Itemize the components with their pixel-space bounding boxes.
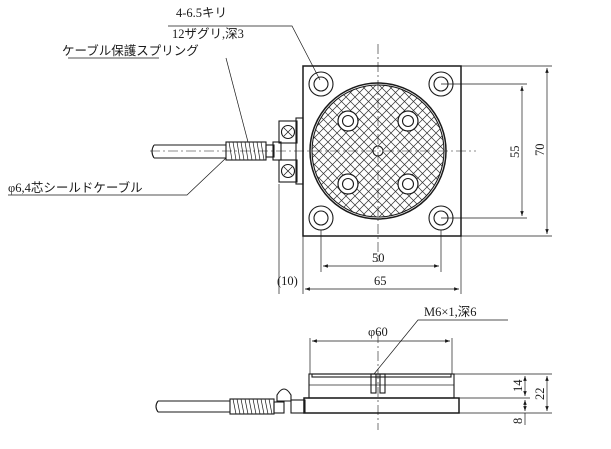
svg-text:50: 50: [372, 251, 385, 265]
dimension-14: 14: [511, 376, 527, 396]
hole-spec-line1: 4-6.5キリ: [176, 6, 227, 20]
svg-text:14: 14: [511, 379, 525, 392]
cable: [151, 144, 226, 159]
dimension-50: 50: [320, 230, 442, 272]
spring-label: ケーブル保護スプリング: [62, 43, 199, 58]
hole-spec-line2: 12ザグリ,深3: [172, 27, 244, 41]
svg-text:55: 55: [508, 146, 522, 159]
dimension-70: 70: [461, 65, 552, 237]
thread-spec: M6×1,深6: [424, 305, 477, 319]
dimension-phi60: φ60: [309, 325, 453, 374]
side-view: φ60 M6×1,深6 14 22 8: [155, 305, 552, 430]
top-view: ケーブル保護スプリング φ6,4芯シールドケーブル 4-6.5キリ 12ザグリ,…: [8, 6, 552, 294]
dimension-55: 55: [441, 83, 527, 219]
svg-text:φ60: φ60: [368, 325, 388, 339]
cable-spring: [225, 141, 267, 161]
cable-label: φ6,4芯シールドケーブル: [8, 180, 143, 195]
svg-text:22: 22: [533, 388, 547, 401]
cable-connector: [265, 117, 304, 185]
dimension-65: 65 (10): [277, 184, 462, 294]
svg-text:(10): (10): [277, 274, 298, 288]
svg-text:70: 70: [533, 144, 547, 157]
svg-text:8: 8: [511, 418, 525, 424]
threaded-holes: [337, 110, 419, 195]
svg-text:65: 65: [374, 274, 387, 288]
dimension-22: 22: [533, 376, 549, 411]
dimension-8: 8: [511, 400, 527, 425]
side-base: [303, 397, 460, 414]
